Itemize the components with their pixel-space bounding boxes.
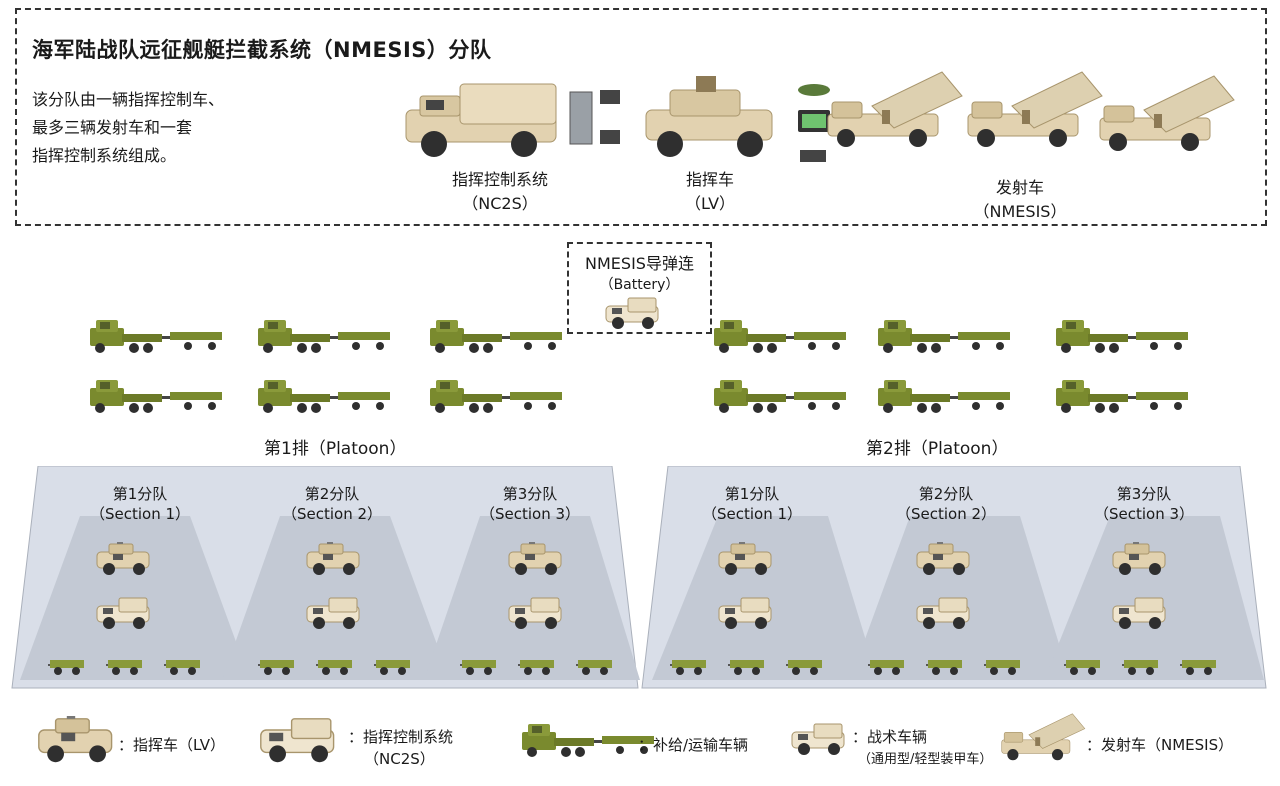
legend-launcher: ：发射车（NMESIS） (1086, 736, 1234, 754)
launcher-name: 发射车 (995, 178, 1044, 197)
lv-vehicle-icon (1112, 542, 1166, 576)
trailer-icon (576, 660, 612, 675)
page-title: 海军陆战队远征舰艇拦截系统（NMESIS）分队 (32, 38, 492, 62)
launcher-image-1 (827, 71, 963, 148)
trailer-icon (164, 660, 200, 675)
section-name: 第2分队 (304, 485, 360, 503)
p1-section-2-label: 第2分队 （Section 2） (262, 484, 402, 524)
lv-vehicle-icon (306, 542, 360, 576)
section-en: （Section 1） (89, 505, 191, 523)
description-line-2: 最多三辆发射车和一套 (32, 118, 193, 137)
legend-nc2s-sub: （NC2S） (364, 750, 435, 768)
section-name: 第3分队 (1116, 485, 1172, 503)
launcher-code: （NMESIS） (973, 202, 1067, 221)
supply-truck-icon (1056, 320, 1188, 353)
lv-vehicle-icon (718, 542, 772, 576)
trailer-icon (258, 660, 294, 675)
lv-vehicle-icon (96, 542, 150, 576)
nc2s-vehicle-icon (405, 83, 620, 157)
supply-truck-icon (258, 320, 390, 353)
trailer-icon (374, 660, 410, 675)
battery-en: （Battery） (599, 277, 680, 293)
lv-vehicle-icon (508, 542, 562, 576)
nc2s-name: 指挥控制系统 (451, 170, 548, 189)
description-line-1: 该分队由一辆指挥控制车、 (32, 90, 225, 109)
tactical-vehicle-icon (1112, 597, 1166, 630)
lv-vehicle-image (645, 76, 773, 157)
overview-box (15, 8, 1267, 226)
trailer-icon (868, 660, 904, 675)
section-en: （Section 3） (479, 505, 581, 523)
battery-name: NMESIS导弹连 (585, 254, 694, 273)
tactical-vehicle-icon (96, 597, 150, 630)
section-name: 第2分队 (918, 485, 974, 503)
section-en: （Section 3） (1093, 505, 1195, 523)
tactical-vehicle-icon (306, 597, 360, 630)
trailer-icon (786, 660, 822, 675)
p2-section-1-label: 第1分队 （Section 1） (682, 484, 822, 524)
supply-truck-icon (90, 320, 222, 353)
supply-truck-icon (90, 380, 222, 413)
trailer-icon (518, 660, 554, 675)
launcher-image-2 (967, 71, 1103, 148)
trailer-icon (460, 660, 496, 675)
trailer-icon (1180, 660, 1216, 675)
trailer-icon (1122, 660, 1158, 675)
p2-section-2-label: 第2分队 （Section 2） (876, 484, 1016, 524)
legend-tactical-sub: （通用型/轻型装甲车） (858, 752, 993, 767)
section-name: 第1分队 (724, 485, 780, 503)
platoon-2-label: 第2排（Platoon） (866, 439, 1009, 459)
supply-truck-icon (430, 380, 562, 413)
launcher-vehicle-icon (1001, 713, 1086, 761)
description-line-3: 指挥控制系统组成。 (32, 146, 177, 165)
nc2s-vehicle-legend-icon (260, 718, 335, 763)
supply-truck-icon (714, 380, 846, 413)
nc2s-code: （NC2S） (462, 194, 538, 213)
tactical-vehicle-icon (718, 597, 772, 630)
supply-truck-icon (878, 320, 1010, 353)
supply-truck-icon (430, 320, 562, 353)
trailer-icon (670, 660, 706, 675)
battery-box (567, 242, 712, 334)
tactical-vehicle-icon (791, 723, 845, 756)
lv-name: 指挥车 (685, 170, 734, 189)
supply-truck-icon (258, 380, 390, 413)
trailer-icon (984, 660, 1020, 675)
tactical-vehicle-icon (916, 597, 970, 630)
supply-truck-icon (878, 380, 1010, 413)
trailer-icon (728, 660, 764, 675)
section-en: （Section 2） (281, 505, 383, 523)
trailer-icon (926, 660, 962, 675)
p1-section-3-label: 第3分队 （Section 3） (460, 484, 600, 524)
legend-tactical: ：战术车辆 (852, 728, 928, 746)
section-name: 第3分队 (502, 485, 558, 503)
platoon-1-label: 第1排（Platoon） (264, 439, 407, 459)
tactical-vehicle-icon (508, 597, 562, 630)
lv-code: （LV） (684, 194, 736, 213)
legend-lv: ：指挥车（LV） (118, 736, 225, 754)
lv-vehicle-icon (916, 542, 970, 576)
legend-supply: ：补给/运输车辆 (638, 736, 749, 754)
nc2s-caption: 指挥控制系统 （NC2S） (420, 168, 580, 216)
section-name: 第1分队 (112, 485, 168, 503)
supply-truck-icon (1056, 380, 1188, 413)
legend-nc2s: ：指挥控制系统 (348, 728, 454, 746)
p2-section-3-label: 第3分队 （Section 3） (1074, 484, 1214, 524)
supply-truck-icon (714, 320, 846, 353)
platoon-2-panel (641, 466, 1267, 689)
trailer-icon (106, 660, 142, 675)
trailer-icon (1064, 660, 1100, 675)
launcher-caption: 发射车 （NMESIS） (960, 176, 1080, 224)
lv-vehicle-icon (38, 716, 113, 763)
trailer-icon (48, 660, 84, 675)
control-devices-image (798, 84, 830, 162)
section-en: （Section 2） (895, 505, 997, 523)
trailer-icon (316, 660, 352, 675)
section-en: （Section 1） (701, 505, 803, 523)
lv-caption: 指挥车 （LV） (650, 168, 770, 216)
launcher-image-3 (1099, 75, 1235, 152)
battery-vehicle-icon (605, 297, 659, 330)
p1-section-1-label: 第1分队 （Section 1） (70, 484, 210, 524)
